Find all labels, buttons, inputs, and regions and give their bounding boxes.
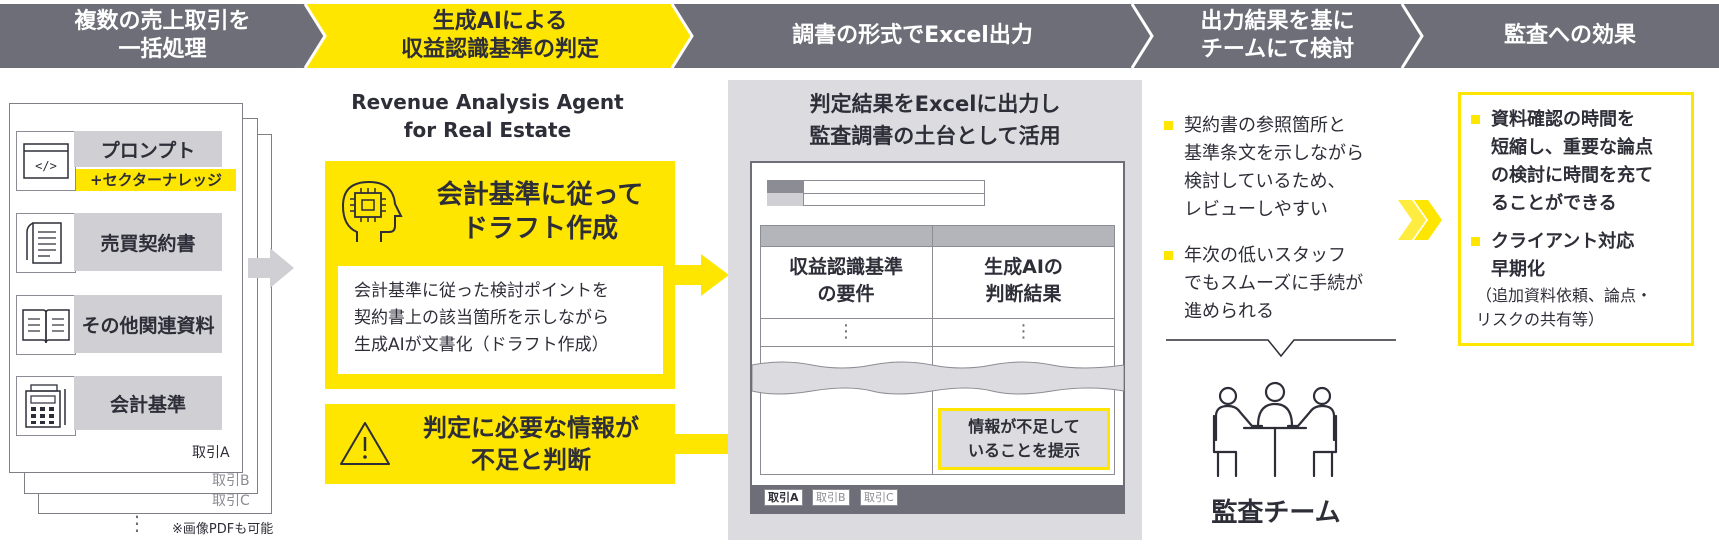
code-window-icon: </> bbox=[16, 131, 76, 191]
effect-bullet-1: 資料確認の時間を 短縮し、重要な論点 の検討に時間を充て ることができる bbox=[1469, 106, 1691, 218]
svg-text:</>: </> bbox=[35, 159, 57, 173]
input-item-other-materials: その他関連資料 bbox=[74, 295, 222, 353]
document-c-label: 取引C bbox=[212, 493, 250, 509]
document-b-label: 取引B bbox=[212, 473, 250, 489]
step-5-label: 監査への効果 bbox=[1503, 23, 1636, 48]
step-4-shape bbox=[1132, 4, 1422, 68]
warning-triangle-icon bbox=[337, 416, 393, 472]
agent-title-line-1: Revenue Analysis Agent bbox=[351, 90, 624, 114]
input-item-prompt: プロンプト bbox=[74, 131, 222, 167]
contract-scroll-icon bbox=[16, 213, 76, 273]
requirement-column-header: 収益認識基準 の要件 bbox=[788, 256, 903, 305]
agent-title: Revenue Analysis Agent for Real Estate bbox=[315, 88, 660, 144]
draft-description: 会計基準に従った検討ポイントを 契約書上の該当箇所を示しながら 生成AIが文書化… bbox=[338, 266, 663, 374]
process-header bbox=[0, 3, 1719, 69]
sheet-tab-c[interactable]: 取引C bbox=[860, 489, 898, 506]
judgement-column-header: 生成AIの 判断結果 bbox=[984, 256, 1063, 305]
team-bullet-1: 契約書の参照箇所と 基準条文を示しながら 検討しているため、 レビューしやすい bbox=[1162, 112, 1402, 224]
input-item-accounting-standard: 会計基準 bbox=[74, 376, 222, 430]
team-bullet-2: 年次の低いスタッフ でもスムーズに手続が 進められる bbox=[1162, 242, 1402, 326]
insufficient-note-box: 情報が不足して いることを提示 bbox=[938, 408, 1110, 470]
input-to-agent-arrow bbox=[248, 248, 294, 288]
judgement-ellipsis: ⋮ bbox=[1014, 321, 1033, 342]
step-2-shape bbox=[305, 4, 692, 68]
excel-heading: 判定結果をExcelに出力し 監査調書の土台として活用 bbox=[809, 92, 1061, 148]
document-a-label: 取引A bbox=[192, 445, 230, 461]
table-break-mark bbox=[752, 361, 1124, 395]
team-review-notes: 契約書の参照箇所と 基準条文を示しながら 検討しているため、 レビューしやすい … bbox=[1162, 112, 1402, 340]
sector-knowledge-tag: +セクターナレッジ bbox=[76, 169, 236, 191]
more-documents-ellipsis: ⋮ bbox=[127, 511, 147, 535]
step-2-label: 生成AIによる 収益認識基準の判定 bbox=[400, 9, 599, 62]
double-chevron-icon bbox=[1398, 200, 1442, 240]
audit-effects-list: 資料確認の時間を 短縮し、重要な論点 の検討に時間を充て ることができる クライ… bbox=[1469, 106, 1691, 284]
step-1-shape bbox=[0, 4, 325, 68]
calculator-icon bbox=[16, 376, 76, 436]
open-book-icon bbox=[16, 295, 76, 355]
agent-title-line-2: for Real Estate bbox=[403, 118, 572, 142]
team-meeting-icon bbox=[1210, 380, 1340, 480]
step-4-label: 出力結果を基に チームにて検討 bbox=[1200, 9, 1355, 62]
draft-heading: 会計基準に従って ドラフト作成 bbox=[436, 180, 644, 244]
table-header-band bbox=[760, 225, 1115, 247]
audit-team-label: 監査チーム bbox=[1211, 498, 1341, 528]
sheet-tab-bar bbox=[752, 485, 1123, 512]
draft-to-excel-arrow bbox=[675, 254, 729, 296]
requirement-ellipsis: ⋮ bbox=[837, 321, 855, 342]
step-5-shape bbox=[1402, 4, 1719, 68]
step-3-label: 調書の形式でExcel出力 bbox=[792, 23, 1033, 48]
sheet-tab-a[interactable]: 取引A bbox=[764, 489, 803, 506]
insufficient-info-heading: 判定に必要な情報が 不足と判断 bbox=[423, 414, 639, 474]
insufficient-note-text: 情報が不足して いることを提示 bbox=[967, 417, 1080, 460]
table-column-divider bbox=[932, 225, 933, 475]
input-item-contract: 売買契約書 bbox=[74, 213, 222, 271]
ai-head-chip-icon bbox=[333, 176, 413, 250]
audit-effects-box bbox=[1458, 92, 1694, 346]
speech-pointer bbox=[1166, 339, 1396, 358]
image-pdf-footnote: ※画像PDFも可能 bbox=[172, 522, 274, 537]
sheet-tab-b[interactable]: 取引B bbox=[812, 489, 850, 506]
step-3-shape bbox=[672, 4, 1152, 68]
step-1-label: 複数の売上取引を 一括処理 bbox=[74, 9, 251, 62]
insufficient-info-panel bbox=[325, 404, 675, 484]
effect-bullet-2: クライアント対応 早期化 bbox=[1469, 228, 1691, 284]
effect-note: （追加資料依頼、論点・ リスクの共有等） bbox=[1476, 286, 1653, 329]
